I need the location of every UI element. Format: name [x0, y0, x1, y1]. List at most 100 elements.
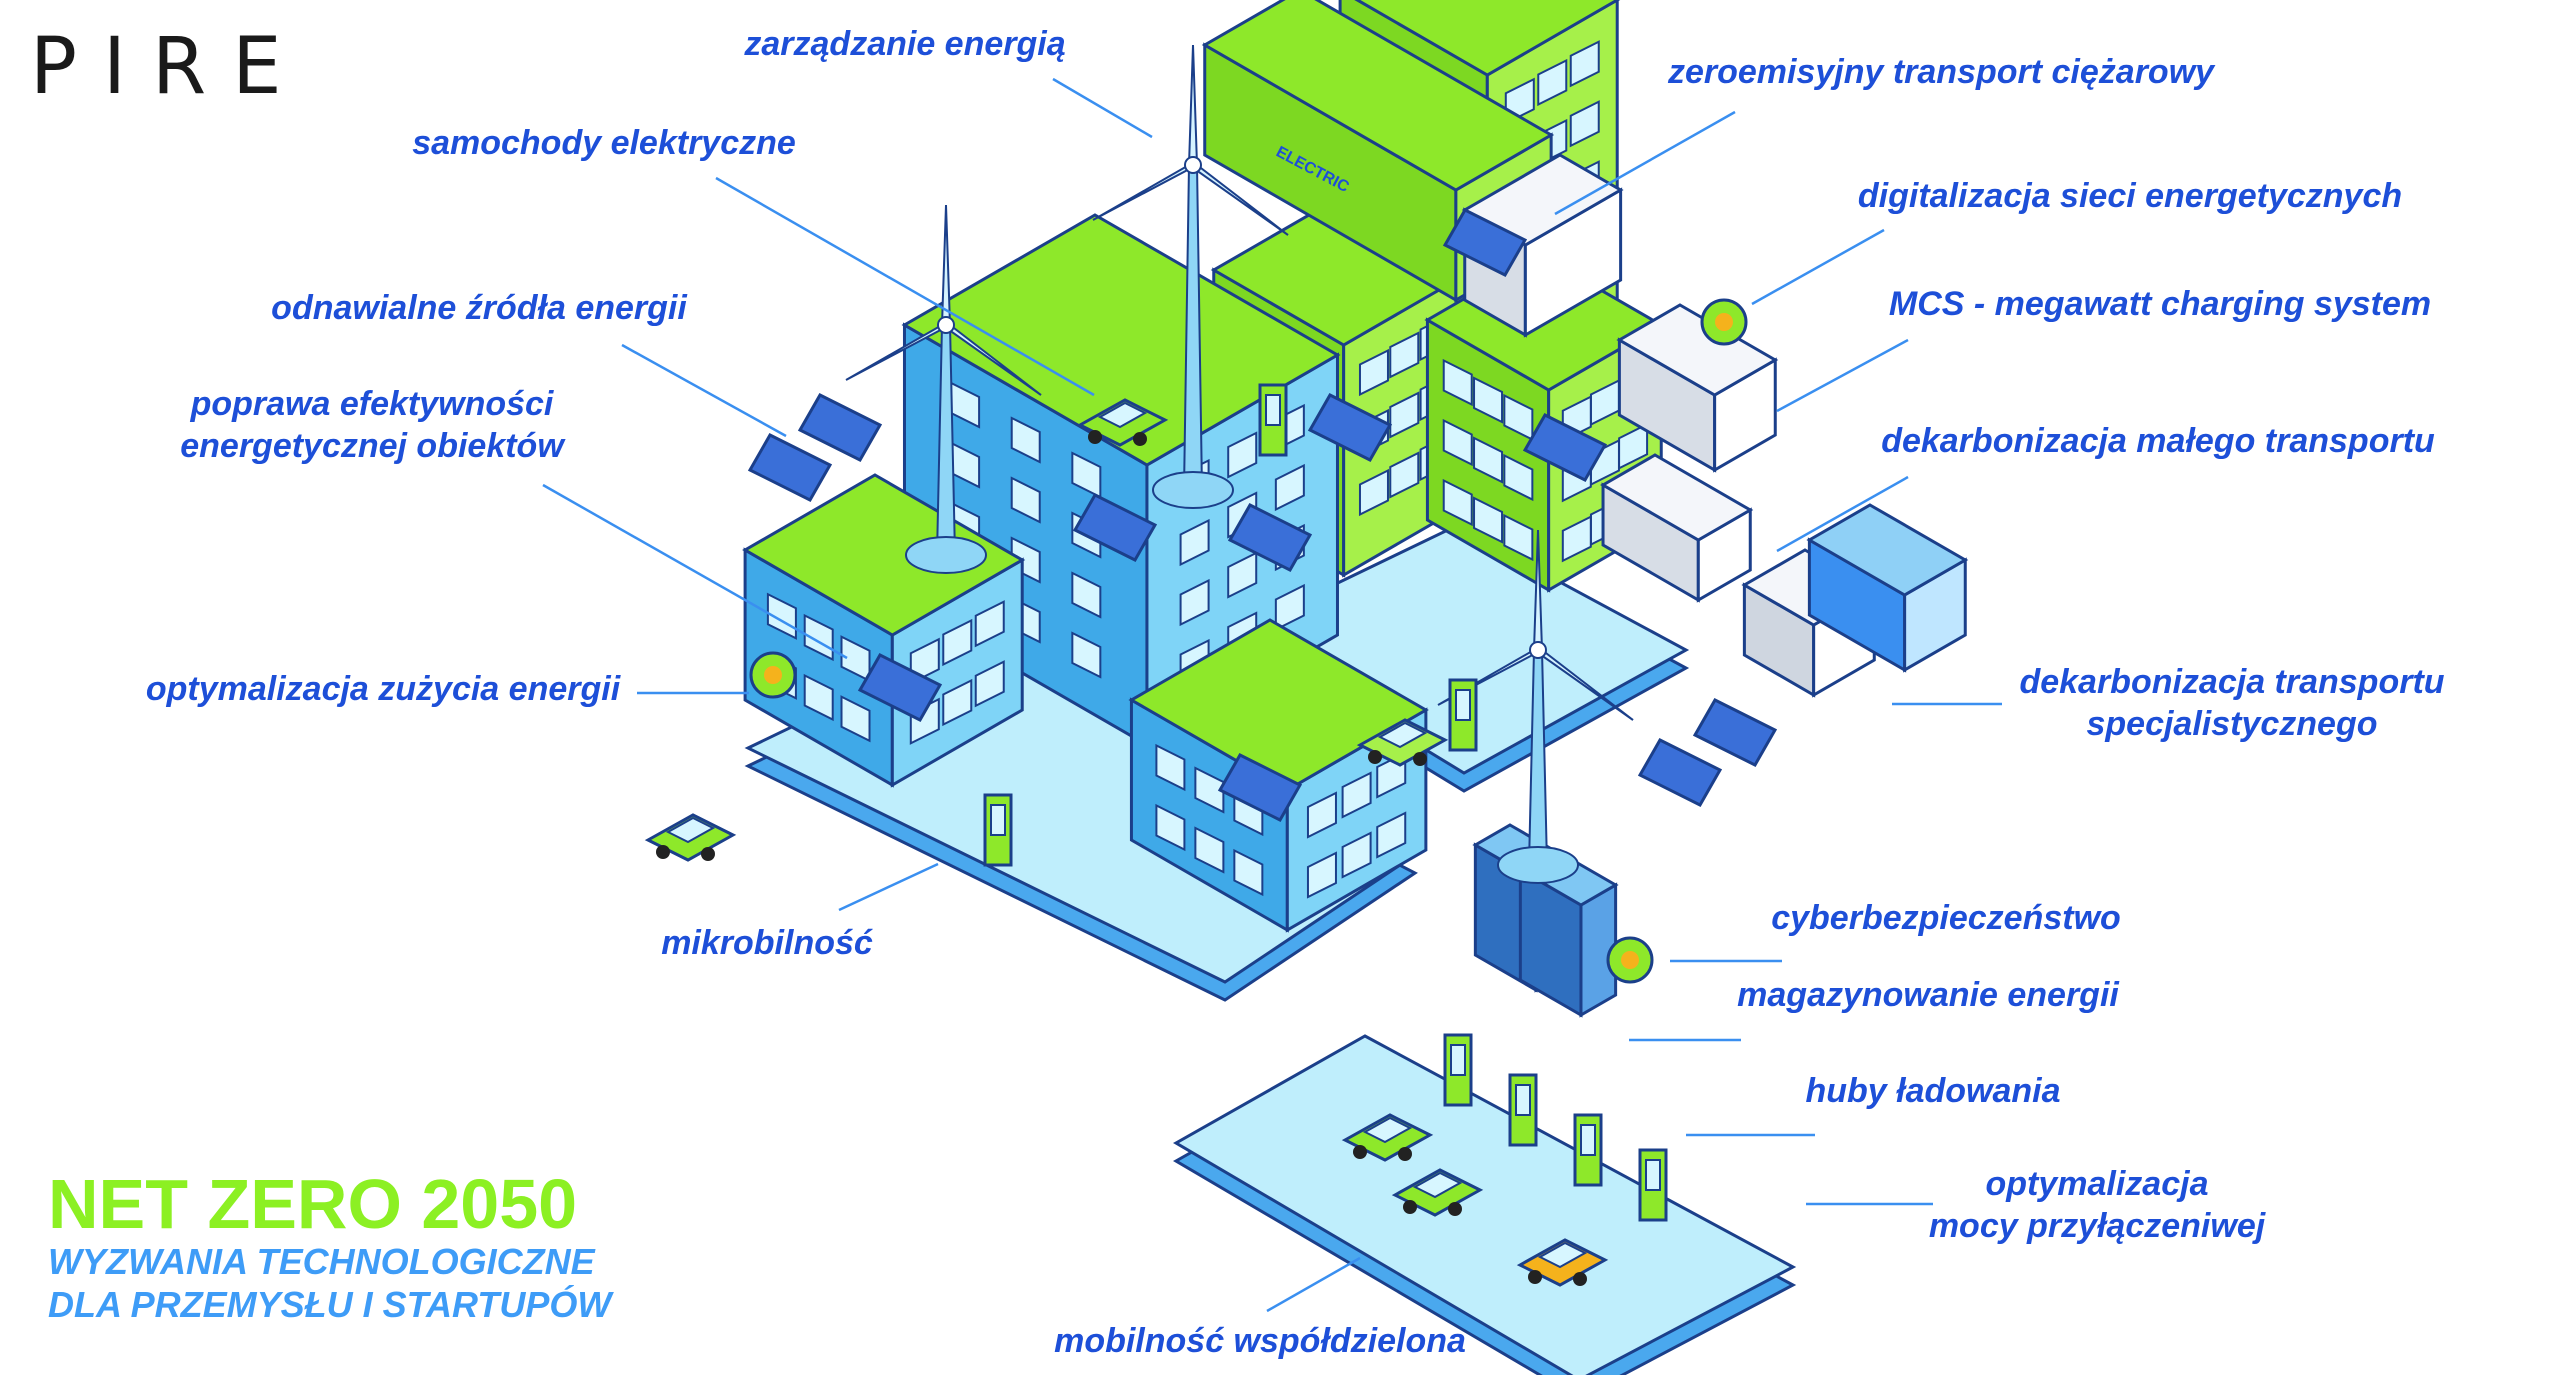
digitalization-pin-icon-symbol — [1715, 313, 1733, 331]
car-window — [1362, 1116, 1413, 1144]
window — [1473, 376, 1504, 424]
window — [1155, 743, 1186, 792]
window — [1503, 453, 1534, 502]
car-wheel — [1403, 1200, 1417, 1214]
charger-screen — [1580, 1124, 1596, 1156]
window — [1442, 478, 1473, 527]
label-cybersecurity: cyberbezpieczeństwo — [1771, 899, 2121, 937]
turbine-hub — [1529, 641, 1547, 659]
wind-turbine — [1092, 44, 1289, 509]
car-wheel — [1353, 1145, 1367, 1159]
concrete-mixer-drum — [1806, 503, 1969, 673]
window — [1227, 551, 1258, 599]
window — [1473, 496, 1504, 544]
turbine-tower — [1182, 164, 1204, 491]
label-line: specjalistycznego — [2086, 705, 2378, 743]
window — [1155, 803, 1186, 852]
solar-panel — [1227, 503, 1313, 572]
shared-car-yellow — [1516, 1238, 1609, 1287]
label-energy-management: zarządzanie energią — [744, 25, 1066, 63]
leader-line — [1266, 1256, 1361, 1313]
label-line: mocy przyłączeniwej — [1928, 1207, 2266, 1245]
truck-cab-top-face — [1461, 153, 1624, 247]
leader-line — [1052, 77, 1153, 139]
wind-turbine — [845, 204, 1042, 574]
turbine-base — [905, 536, 987, 574]
window — [840, 695, 871, 743]
energy-optimization-pin-icon-symbol — [764, 666, 782, 684]
window — [1537, 58, 1568, 107]
solar-panel — [1637, 738, 1723, 807]
label-renewables: odnawialne źródła energii — [271, 289, 687, 327]
window — [974, 600, 1005, 648]
window — [1473, 436, 1504, 484]
label-line: energetycznej obiektów — [180, 427, 564, 465]
label-micromobility: mikrobilność — [661, 924, 873, 962]
window — [942, 678, 973, 727]
leader-line — [1776, 338, 1909, 413]
leader-line — [621, 343, 787, 438]
window — [1179, 578, 1210, 627]
solar-panel — [747, 433, 833, 502]
charger-screen — [1455, 689, 1471, 721]
window — [1442, 418, 1473, 467]
solar-panel — [1692, 698, 1778, 767]
solar-panel — [1307, 393, 1393, 462]
leader-line — [1751, 228, 1885, 306]
label-zero-emission-trucks: zeroemisyjny transport ciężarowy — [1667, 53, 2215, 91]
illustration-objects — [644, 0, 1969, 1287]
semi-truck-mcs-top-face — [1616, 303, 1779, 397]
label-consumption-optimization: optymalizacja zużycia energii — [145, 670, 621, 708]
car-wheel — [1573, 1272, 1587, 1286]
window — [1376, 811, 1407, 859]
solar-panel — [797, 393, 883, 462]
label-electric-cars: samochody elektryczne — [412, 124, 796, 162]
label-special-transport: dekarbonizacja transportu specjalistyczn… — [2019, 661, 2444, 745]
window — [1341, 771, 1372, 819]
car-window — [665, 816, 716, 844]
turbine-base — [1497, 846, 1579, 884]
window — [1194, 766, 1225, 814]
label-line: poprawa efektywności — [190, 385, 554, 423]
leader-line — [1554, 110, 1736, 216]
window — [1569, 100, 1600, 148]
car-wheel — [1088, 430, 1102, 444]
window — [1358, 348, 1389, 397]
car-wheel — [1448, 1202, 1462, 1216]
window — [1233, 848, 1264, 897]
electric-car — [1356, 718, 1449, 767]
car-window — [1537, 1241, 1588, 1269]
label-line: dekarbonizacja transportu — [2019, 663, 2445, 701]
shared-car — [1341, 1113, 1434, 1162]
cybersecurity-lock-icon-symbol — [1621, 951, 1639, 969]
solar-panel — [1217, 753, 1303, 822]
building-blue-low-left-top-face — [742, 473, 1026, 637]
label-small-transport: dekarbonizacja małego transportu — [1881, 422, 2435, 460]
window — [1274, 463, 1305, 512]
window — [1358, 468, 1389, 517]
window — [1503, 513, 1534, 562]
car-wheel — [1133, 432, 1147, 446]
window — [1561, 515, 1592, 563]
window — [1442, 358, 1473, 407]
leader-line — [1776, 475, 1909, 553]
car-window — [1412, 1171, 1463, 1199]
car-wheel — [656, 845, 670, 859]
turbine-blade — [1187, 44, 1199, 166]
window — [1389, 331, 1420, 379]
subtitle: WYZWANIA TECHNOLOGICZNE DLA PRZEMYSŁU I … — [48, 1240, 611, 1326]
window — [942, 618, 973, 667]
window — [1306, 791, 1337, 839]
window — [1306, 851, 1337, 899]
window — [1569, 40, 1600, 88]
charger-screen — [990, 804, 1006, 836]
car-window — [1377, 721, 1428, 749]
window — [1341, 831, 1372, 879]
car-wheel — [1528, 1270, 1542, 1284]
building-blue-low-right — [1128, 618, 1429, 933]
delivery-van-top-face — [1600, 453, 1754, 542]
charger-screen — [1450, 1044, 1466, 1076]
building-green-tall-top-face — [1354, 0, 1621, 77]
window — [803, 673, 834, 722]
